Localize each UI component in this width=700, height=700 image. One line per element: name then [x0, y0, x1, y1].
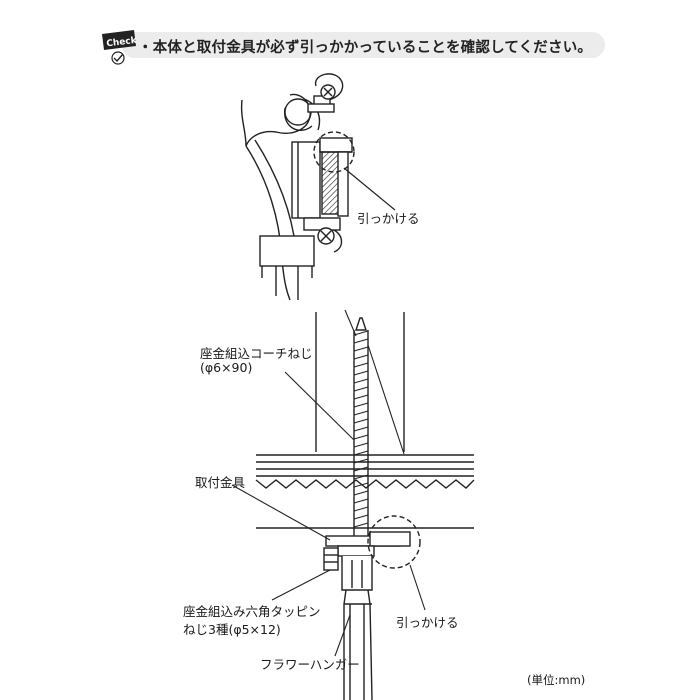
label-bracket: 取付金具 [195, 475, 246, 490]
label-flower-hanger: フラワーハンガー [260, 657, 360, 672]
instruction-text: ・本体と取付金具が必ず引っかかっていることを確認してください。 [138, 40, 593, 56]
lower-hook-highlight [367, 515, 421, 569]
lower-detail [255, 312, 475, 700]
upper-bottom-screw [303, 217, 343, 253]
arm-curve [245, 145, 291, 301]
badge-label: Check [106, 36, 138, 50]
coach-screw [353, 317, 369, 536]
ceiling-zigzag [255, 479, 475, 489]
banner-background [122, 32, 605, 58]
label-hook-lower: 引っかける [396, 615, 459, 630]
tapping-screw [323, 547, 339, 571]
check-banner: Check ・本体と取付金具が必ず引っかかっていることを確認してください。 [100, 28, 605, 65]
label-tapping-screw-size: ねじ3種(φ5×12) [183, 622, 281, 637]
label-tapping-screw: 座金組込み六角タッピン [183, 604, 321, 619]
scroll-ornament [240, 93, 321, 147]
upper-top-screw [307, 73, 344, 113]
label-coach-screw-size: (φ6×90) [200, 360, 253, 375]
upper-collar [259, 235, 315, 267]
label-coach-screw: 座金組込コーチねじ [200, 346, 313, 361]
upper-detail [240, 73, 396, 301]
label-unit: (単位:mm) [527, 673, 586, 687]
body-block [291, 141, 321, 219]
label-hook-upper: 引っかける [357, 211, 420, 226]
check-icon: Check [102, 30, 138, 65]
hanger-rod [343, 589, 373, 700]
upper-hook-highlight [313, 131, 355, 173]
